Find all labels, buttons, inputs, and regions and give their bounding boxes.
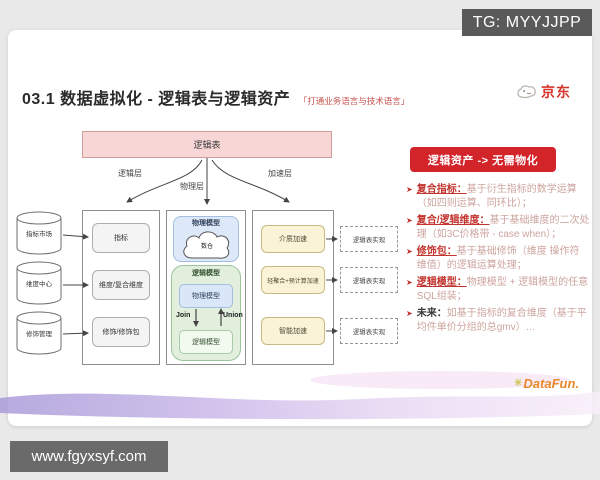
bullet-head: 未来： [416, 308, 447, 319]
bullet-logical-model: ➤ 逻辑模型：物理模型 + 逻辑模型的任意SQL组装； [406, 276, 590, 304]
smart-acceleration-box: 智能加速 [261, 317, 325, 345]
page-title-row: 03.1 数据虚拟化 - 逻辑表与逻辑资产 「打通业务语言与技术语言」 [22, 85, 409, 109]
bullet-arrow-icon: ➤ [406, 216, 413, 225]
inner-physical-model-label: 物理模型 [192, 293, 220, 300]
bullet-body: 物理模型 + 逻辑模型的任意SQL组装； [416, 277, 589, 302]
website-watermark: www.fgyxsyf.com [10, 441, 168, 472]
source-modifier-management: 修饰管理 [26, 331, 52, 338]
physical-layer-label: 物理层 [180, 182, 204, 191]
indicator-label: 指标 [114, 235, 128, 242]
logical-model-outer-label: 逻辑模型 [192, 270, 220, 277]
bullet-head: 复合指标： [416, 184, 467, 195]
bullet-list: ➤ 复合指标：基于衍生指标的数学运算（如四则运算、同环比）； ➤ 复合/逻辑维度… [406, 183, 590, 338]
indicator-box: 指标 [92, 223, 150, 253]
datafun-logo: ✳ DataFun. [514, 376, 579, 391]
telegram-watermark-text: TG: MYYJJPP [472, 13, 582, 31]
datafun-logo-text: DataFun. [523, 376, 580, 391]
source-dimension-center: 维度中心 [26, 281, 52, 288]
bullet-future: ➤ 未来：如基于指标的复合维度（基于平均件单价分组的总gmv）… [406, 307, 590, 335]
telegram-watermark: TG: MYYJJPP [462, 9, 592, 36]
jd-logo: 京东 [516, 82, 571, 102]
bullet-head: 逻辑模型： [416, 277, 467, 288]
bullet-modifier-package: ➤ 修饰包：基于基础修饰（维度 操作符 维值）的逻辑运算处理； [406, 245, 590, 273]
inner-logical-model-box: 逻辑模型 [179, 330, 233, 354]
logical-asset-badge-text: 逻辑资产 -> 无需物化 [427, 154, 539, 167]
bullet-arrow-icon: ➤ [406, 185, 413, 194]
jd-mascot-icon [517, 85, 536, 99]
impl-box-3: 逻辑表实现 [340, 318, 398, 344]
bullet-head: 复合/逻辑维度： [416, 215, 490, 226]
medium-acceleration-label: 介质加速 [279, 236, 307, 243]
logical-asset-badge: 逻辑资产 -> 无需物化 [410, 147, 556, 172]
impl-box-2: 逻辑表实现 [340, 267, 398, 293]
impl-label-2: 逻辑表实现 [352, 278, 386, 285]
impl-box-1: 逻辑表实现 [340, 226, 398, 252]
light-agg-acceleration-box: 轻聚合+预计算加速 [261, 266, 325, 294]
bullet-body: 基于衍生指标的数学运算（如四则运算、同环比）； [416, 184, 577, 209]
source-indicator-market: 指标市场 [26, 231, 52, 238]
bullet-head: 修饰包： [416, 246, 457, 257]
inner-logical-model-label: 逻辑模型 [192, 339, 220, 346]
modifier-label: 修饰/修饰包 [102, 329, 140, 336]
page-subtitle: 「打通业务语言与技术语言」 [298, 96, 410, 106]
join-label: Join [176, 312, 191, 319]
impl-label-3: 逻辑表实现 [352, 329, 386, 336]
bullet-arrow-icon: ➤ [406, 309, 413, 318]
light-agg-acceleration-label: 轻聚合+预计算加速 [267, 278, 319, 285]
warehouse-label: 数仓 [200, 244, 213, 250]
inner-physical-model-box: 物理模型 [179, 284, 233, 308]
acceleration-layer-label: 加速层 [268, 169, 292, 178]
website-watermark-text: www.fgyxsyf.com [31, 448, 147, 465]
logical-layer-label: 逻辑层 [118, 169, 142, 178]
dimension-box: 维度/复合维度 [92, 270, 150, 300]
union-label: Union [223, 312, 243, 319]
impl-label-1: 逻辑表实现 [352, 237, 386, 244]
bullet-arrow-icon: ➤ [406, 247, 413, 256]
medium-acceleration-box: 介质加速 [261, 225, 325, 253]
dimension-label: 维度/复合维度 [99, 282, 143, 289]
logical-table-box: 逻辑表 [82, 131, 332, 158]
jd-logo-text: 京东 [541, 84, 571, 100]
physical-model-outer-label: 物理模型 [192, 220, 220, 227]
bullet-composite-indicator: ➤ 复合指标：基于衍生指标的数学运算（如四则运算、同环比）； [406, 183, 590, 211]
logical-table-label: 逻辑表 [193, 140, 221, 150]
bullet-arrow-icon: ➤ [406, 278, 413, 287]
smart-acceleration-label: 智能加速 [279, 328, 307, 335]
page-title: 03.1 数据虚拟化 - 逻辑表与逻辑资产 [22, 91, 291, 108]
bullet-body: 基于基础修饰（维度 操作符 维值）的逻辑运算处理； [416, 246, 580, 271]
bullet-body: 如基于指标的复合维度（基于平均件单价分组的总gmv）… [416, 308, 587, 333]
datafun-sparkle-icon: ✳ [514, 378, 523, 389]
bullet-composite-dimension: ➤ 复合/逻辑维度：基于基础维度的二次处理（如3C价格带 - case when… [406, 214, 590, 242]
bullet-body: 基于基础维度的二次处理（如3C价格带 - case when）； [416, 215, 590, 240]
modifier-box: 修饰/修饰包 [92, 317, 150, 347]
